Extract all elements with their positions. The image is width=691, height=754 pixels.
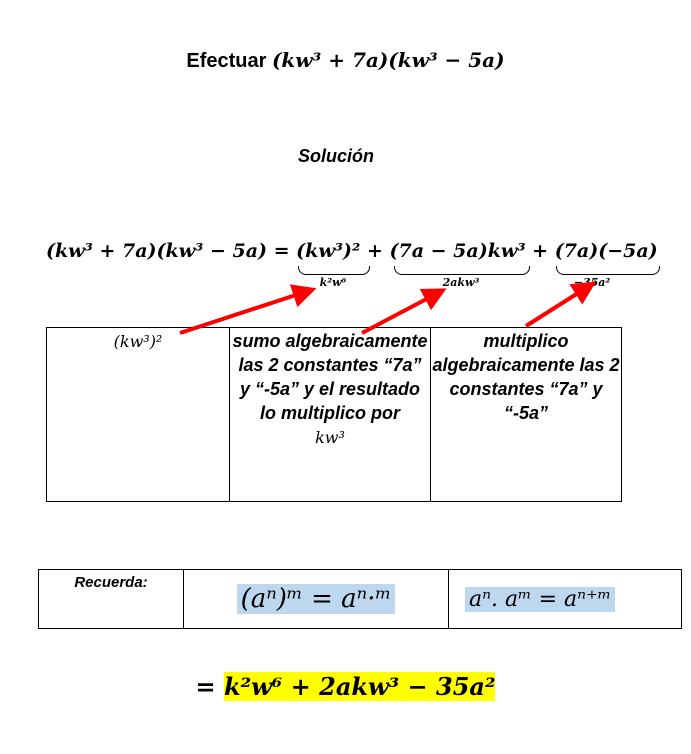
square-term: (kw³)² <box>113 332 163 351</box>
power-of-power-rule: (aⁿ)ᵐ = aⁿ·ᵐ <box>236 584 396 614</box>
reminder-table: Recuerda: (aⁿ)ᵐ = aⁿ·ᵐ aⁿ. aᵐ = aⁿ⁺ᵐ <box>38 569 682 629</box>
solution-heading: Solución <box>298 146 374 166</box>
term-sum-result: 2akw³ <box>442 276 480 289</box>
plus-sign: + <box>532 240 549 262</box>
equation-lhs: (kw³ + 7a)(kw³ − 5a) = <box>46 240 290 262</box>
equals-sign: = <box>195 672 216 701</box>
problem-title: Efectuar (kw³ + 7a)(kw³ − 5a) <box>0 48 691 73</box>
product-explanation: multiplico algebraicamente las 2 constan… <box>432 331 620 423</box>
final-expression: k²w⁶ + 2akw³ − 35a² <box>224 672 496 701</box>
final-result: = k²w⁶ + 2akw³ − 35a² <box>0 672 691 701</box>
title-expression: (kw³ + 7a)(kw³ − 5a) <box>271 48 505 72</box>
explanation-cell-1: (kw³)² <box>46 327 230 502</box>
plus-sign: + <box>366 240 383 262</box>
title-label: Efectuar <box>186 50 267 72</box>
arrow-icon <box>179 284 317 335</box>
sum-explanation: sumo algebraicamente las 2 constantes “7… <box>232 331 428 423</box>
explanation-table: (kw³)² sumo algebraicamente las 2 consta… <box>46 327 622 502</box>
reminder-label: Recuerda: <box>38 569 184 629</box>
product-of-powers-rule: aⁿ. aᵐ = aⁿ⁺ᵐ <box>465 586 616 612</box>
power-rule-cell: (aⁿ)ᵐ = aⁿ·ᵐ <box>183 569 449 629</box>
product-rule-cell: aⁿ. aᵐ = aⁿ⁺ᵐ <box>448 569 682 629</box>
term-sum: (7a − 5a)kw³ <box>389 240 526 262</box>
expansion-equation: (kw³ + 7a)(kw³ − 5a) = (kw³)² + (7a − 5a… <box>46 240 658 262</box>
arrow-icon <box>361 288 447 335</box>
multiplier-term: kw³ <box>315 428 345 447</box>
arrow-icon <box>524 281 597 328</box>
explanation-cell-2: sumo algebraicamente las 2 constantes “7… <box>229 327 431 502</box>
term-square-result: k²w⁶ <box>319 276 347 289</box>
term-square: (kw³)² <box>296 240 361 262</box>
term-product: (7a)(−5a) <box>554 240 658 262</box>
explanation-cell-3: multiplico algebraicamente las 2 constan… <box>430 327 622 502</box>
